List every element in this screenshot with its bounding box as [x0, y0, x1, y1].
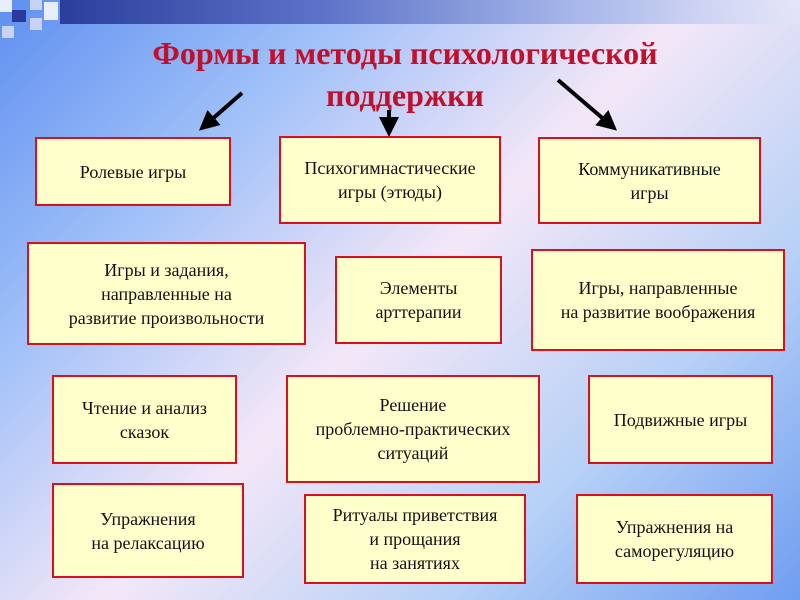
box-art-therapy: Элементы арттерапии — [335, 256, 502, 344]
box-psycho-gymnastics: Психогимнастические игры (этюды) — [279, 136, 501, 224]
box-label: Решение проблемно-практических ситуаций — [315, 395, 511, 463]
box-voluntary-development: Игры и задания, направленные на развитие… — [27, 242, 306, 345]
box-problem-solving: Решение проблемно-практических ситуаций — [286, 375, 540, 483]
page-title: Формы и методы психологической поддержки — [80, 32, 730, 116]
box-self-regulation: Упражнения на саморегуляцию — [576, 494, 773, 584]
title-line-2: поддержки — [326, 77, 484, 113]
box-imagination-games: Игры, направленные на развитие воображен… — [531, 249, 785, 351]
box-label: Игры, направленные на развитие воображен… — [560, 278, 756, 322]
box-label: Психогимнастические игры (этюды) — [304, 158, 476, 202]
box-rituals: Ритуалы приветствия и прощания на заняти… — [304, 494, 526, 584]
box-label: Чтение и анализ сказок — [82, 397, 207, 442]
box-communicative-games: Коммуникативные игры — [538, 137, 761, 224]
box-label: Элементы арттерапии — [375, 278, 462, 322]
box-label: Упражнения на саморегуляцию — [614, 517, 735, 561]
box-label: Игры и задания, направленные на развитие… — [68, 259, 265, 328]
title-line-1: Формы и методы психологической — [152, 35, 658, 71]
box-role-games: Ролевые игры — [35, 137, 231, 206]
box-label: Ролевые игры — [79, 161, 187, 182]
box-fairy-tales: Чтение и анализ сказок — [52, 375, 237, 464]
top-bar — [60, 0, 800, 24]
box-relaxation: Упражнения на релаксацию — [52, 483, 244, 578]
box-label: Коммуникативные игры — [578, 158, 721, 203]
box-label: Упражнения на релаксацию — [91, 508, 205, 553]
box-active-games: Подвижные игры — [588, 375, 773, 464]
corner-decoration — [0, 0, 70, 50]
box-label: Подвижные игры — [613, 409, 748, 430]
box-label: Ритуалы приветствия и прощания на заняти… — [332, 505, 498, 573]
